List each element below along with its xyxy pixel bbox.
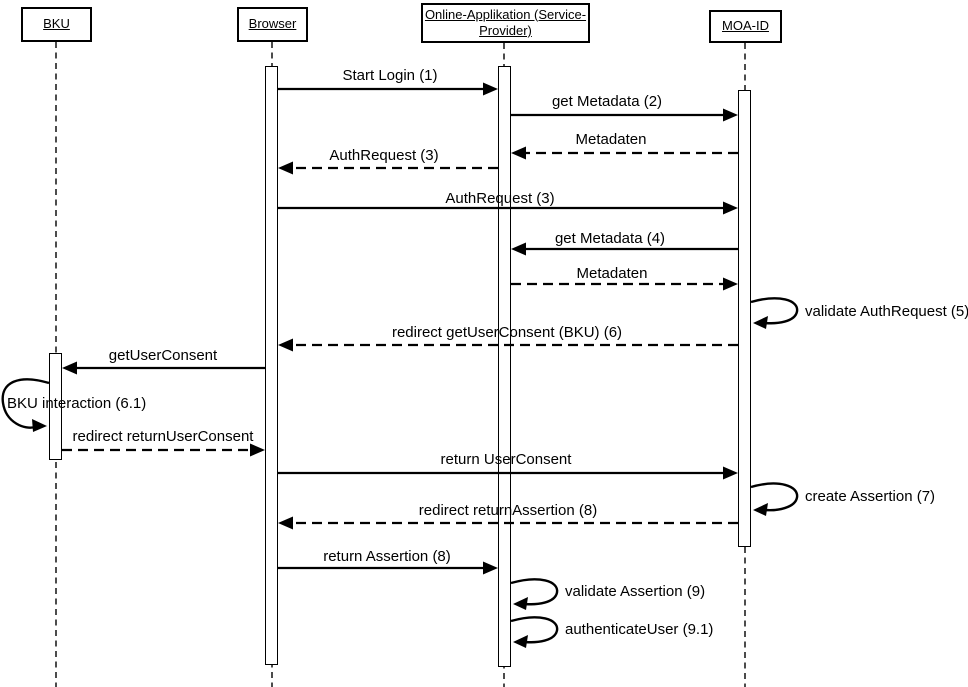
arrowhead-right: [483, 82, 498, 96]
self-message-create-assertion: [750, 482, 799, 516]
message-arrow-get-metadata-2: [511, 108, 738, 122]
arrowhead-right: [483, 561, 498, 575]
actor-box-bku: BKU: [21, 7, 92, 42]
message-label-authrequest-3: AuthRequest (3): [445, 190, 555, 207]
arrowhead-left: [513, 597, 528, 610]
arrowhead-right: [723, 108, 738, 122]
activation-bar-online-app: [498, 66, 511, 667]
self-label-create-assertion: create Assertion (7): [805, 488, 936, 505]
self-message-authenticateuser: [510, 616, 559, 648]
self-message-validate-assertion: [510, 578, 559, 610]
message-arrow-authrequest-3-redirect: [278, 161, 498, 175]
arrowhead-left: [278, 338, 293, 352]
message-arrow-return-assertion: [278, 561, 498, 575]
arrowhead-left: [511, 146, 526, 160]
self-label-validate-authrequest: validate AuthRequest (5): [805, 303, 968, 320]
arrowhead-left: [278, 161, 293, 175]
activation-bar-moa-id: [738, 90, 751, 547]
message-label-authrequest-3-redirect: AuthRequest (3): [329, 147, 439, 164]
arrowhead-right: [32, 419, 47, 432]
message-arrow-authrequest-3: [278, 201, 738, 215]
self-label-validate-assertion: validate Assertion (9): [565, 583, 706, 600]
arrowhead-left: [753, 503, 768, 516]
activation-bar-browser: [265, 66, 278, 665]
arrowhead-right: [723, 277, 738, 291]
arrowhead-left: [278, 516, 293, 530]
arrowhead-left: [753, 316, 768, 329]
actor-box-browser: Browser: [237, 7, 308, 42]
message-arrow-return-userconsent: [278, 466, 738, 480]
actor-label-browser: Browser: [248, 16, 297, 32]
message-arrow-getuserconsent: [62, 361, 265, 375]
self-label-bku-interaction: BKU interaction (6.1): [7, 395, 147, 412]
message-label-metadaten-2: Metadaten: [576, 265, 648, 282]
message-label-get-metadata-2: get Metadata (2): [551, 93, 663, 110]
actor-box-online-app: Online-Applikation (Service-Provider): [421, 3, 590, 43]
actor-label-moa-id: MOA-ID: [722, 18, 769, 34]
arrowhead-right: [723, 201, 738, 215]
self-message-bku-interaction: [1, 378, 50, 432]
message-label-start-login: Start Login (1): [342, 67, 438, 84]
actor-box-moa-id: MOA-ID: [709, 10, 782, 43]
arrowhead-left: [62, 361, 77, 375]
message-arrow-redirect-returnuserconsent: [62, 443, 265, 457]
message-arrow-metadaten-2: [511, 277, 738, 291]
message-label-return-assertion: return Assertion (8): [323, 548, 451, 565]
message-arrow-start-login: [278, 82, 498, 96]
message-label-redirect-getuserconsent: redirect getUserConsent (BKU) (6): [391, 324, 623, 341]
actor-label-online-app: Online-Applikation (Service-Provider): [424, 6, 587, 38]
activation-bar-bku: [49, 353, 62, 460]
message-label-return-userconsent: return UserConsent: [440, 451, 572, 468]
message-arrow-redirect-returnassertion: [278, 516, 738, 530]
arrowhead-left: [513, 635, 528, 648]
self-message-validate-authrequest: [750, 297, 799, 329]
message-label-getuserconsent: getUserConsent: [108, 347, 218, 364]
message-arrow-get-metadata-4: [511, 242, 738, 256]
arrowhead-right: [250, 443, 265, 457]
arrowhead-left: [511, 242, 526, 256]
arrowhead-right: [723, 466, 738, 480]
message-arrow-redirect-getuserconsent: [278, 338, 738, 352]
message-label-redirect-returnuserconsent: redirect returnUserConsent: [72, 428, 254, 445]
message-label-redirect-returnassertion: redirect returnAssertion (8): [418, 502, 598, 519]
actor-label-bku: BKU: [43, 16, 70, 32]
message-label-metadaten-1: Metadaten: [575, 131, 647, 148]
self-label-authenticateuser: authenticateUser (9.1): [565, 621, 714, 638]
message-arrow-metadaten-1: [511, 146, 738, 160]
message-label-get-metadata-4: get Metadata (4): [554, 230, 666, 247]
